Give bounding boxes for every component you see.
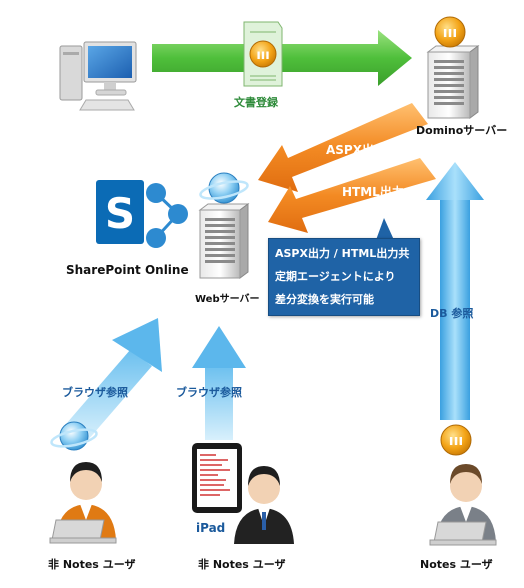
svg-text:ııı: ııı xyxy=(443,25,457,41)
user-icon xyxy=(234,466,294,544)
user-mid-label: 非 Notes ユーザ xyxy=(198,558,286,571)
html-output-label: HTML出力 xyxy=(342,185,404,199)
sharepoint-logo-icon: S xyxy=(96,180,188,248)
globe-icon xyxy=(199,172,249,204)
db-ref-label: DB 参照 xyxy=(430,307,474,320)
browser-ref-mid-label: ブラウザ参照 xyxy=(176,386,242,399)
callout-line-1: ASPX出力 / HTML出力共 xyxy=(275,247,410,260)
web-server-icon xyxy=(198,203,250,279)
conversion-callout: ASPX出力 / HTML出力共 定期エージェントにより 差分変換を実行可能 xyxy=(268,238,420,316)
callout-tail xyxy=(376,218,394,240)
user-left-label: 非 Notes ユーザ xyxy=(48,558,136,571)
sharepoint-label: SharePoint Online xyxy=(66,263,189,277)
aspx-output-arrow xyxy=(258,103,428,192)
svg-text:ııı: ııı xyxy=(256,48,269,63)
ipad-label: iPad xyxy=(196,521,226,535)
browser-ref-arrow-left xyxy=(66,318,162,440)
callout-line-3: 差分変換を実行可能 xyxy=(275,293,374,306)
svg-text:S: S xyxy=(105,189,135,238)
document-icon: ııı xyxy=(243,21,283,87)
user-icon xyxy=(49,462,117,544)
user-right-label: Notes ユーザ xyxy=(420,558,493,571)
callout-line-2: 定期エージェントにより xyxy=(275,270,396,283)
desktop-pc-icon xyxy=(59,41,137,111)
aspx-output-label: ASPX出力 xyxy=(326,143,386,157)
domino-server-label: Dominoサーバー xyxy=(416,124,508,137)
html-output-arrow xyxy=(268,158,436,233)
doc-register-label: 文書登録 xyxy=(234,96,278,109)
notes-logo-icon: ııı xyxy=(440,424,472,456)
db-ref-arrow xyxy=(426,162,484,420)
browser-ref-left-label: ブラウザ参照 xyxy=(62,386,128,399)
web-server-label: Webサーバー xyxy=(195,294,260,305)
svg-text:ııı: ııı xyxy=(449,433,463,449)
browser-ref-arrow-mid xyxy=(192,326,246,440)
user-icon xyxy=(429,464,497,546)
notes-logo-icon: ııı xyxy=(434,16,466,48)
ipad-icon xyxy=(192,443,242,513)
domino-server-icon xyxy=(426,45,480,119)
globe-icon xyxy=(50,421,98,451)
